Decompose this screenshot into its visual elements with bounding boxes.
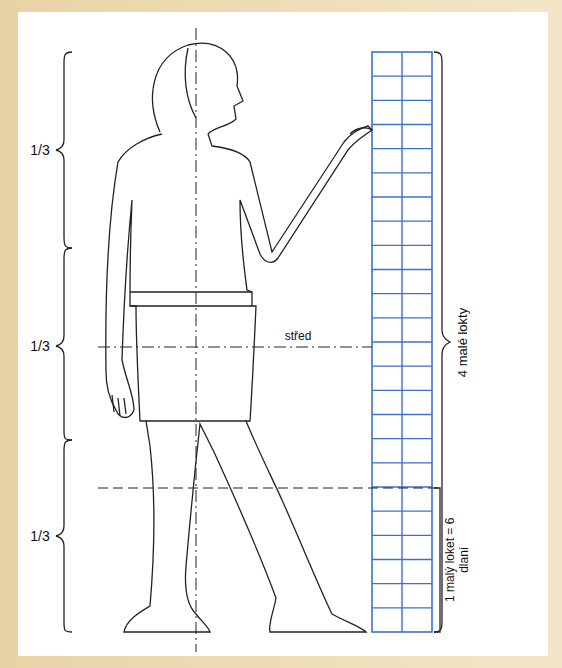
vertical-axis bbox=[196, 28, 197, 652]
grid bbox=[372, 52, 432, 632]
head bbox=[153, 43, 243, 134]
grid-border bbox=[372, 52, 432, 632]
middle-line bbox=[98, 347, 372, 348]
kilt-hem bbox=[146, 420, 246, 421]
brace bbox=[56, 52, 72, 248]
fraction-label: 1/3 bbox=[30, 338, 49, 354]
body-outline bbox=[106, 126, 372, 632]
panel bbox=[18, 12, 548, 656]
middle-label: střed bbox=[283, 330, 314, 344]
fraction-label: 1/3 bbox=[30, 528, 49, 544]
cubit-line bbox=[98, 488, 440, 489]
dimension-label: 1 malý loket = 6 dlaní bbox=[444, 517, 472, 603]
guide-lines bbox=[98, 28, 440, 652]
brace bbox=[56, 440, 72, 632]
wig-line bbox=[185, 48, 196, 118]
fraction-label: 1/3 bbox=[30, 142, 49, 158]
braces bbox=[56, 52, 450, 632]
bracket bbox=[434, 488, 440, 632]
dimension-label: 4 malé lokty bbox=[457, 307, 472, 376]
brace bbox=[56, 248, 72, 440]
grid-line bbox=[401, 52, 402, 632]
human-figure bbox=[106, 43, 372, 632]
belt bbox=[130, 292, 252, 306]
fingers bbox=[112, 395, 126, 416]
palm bbox=[350, 128, 372, 134]
